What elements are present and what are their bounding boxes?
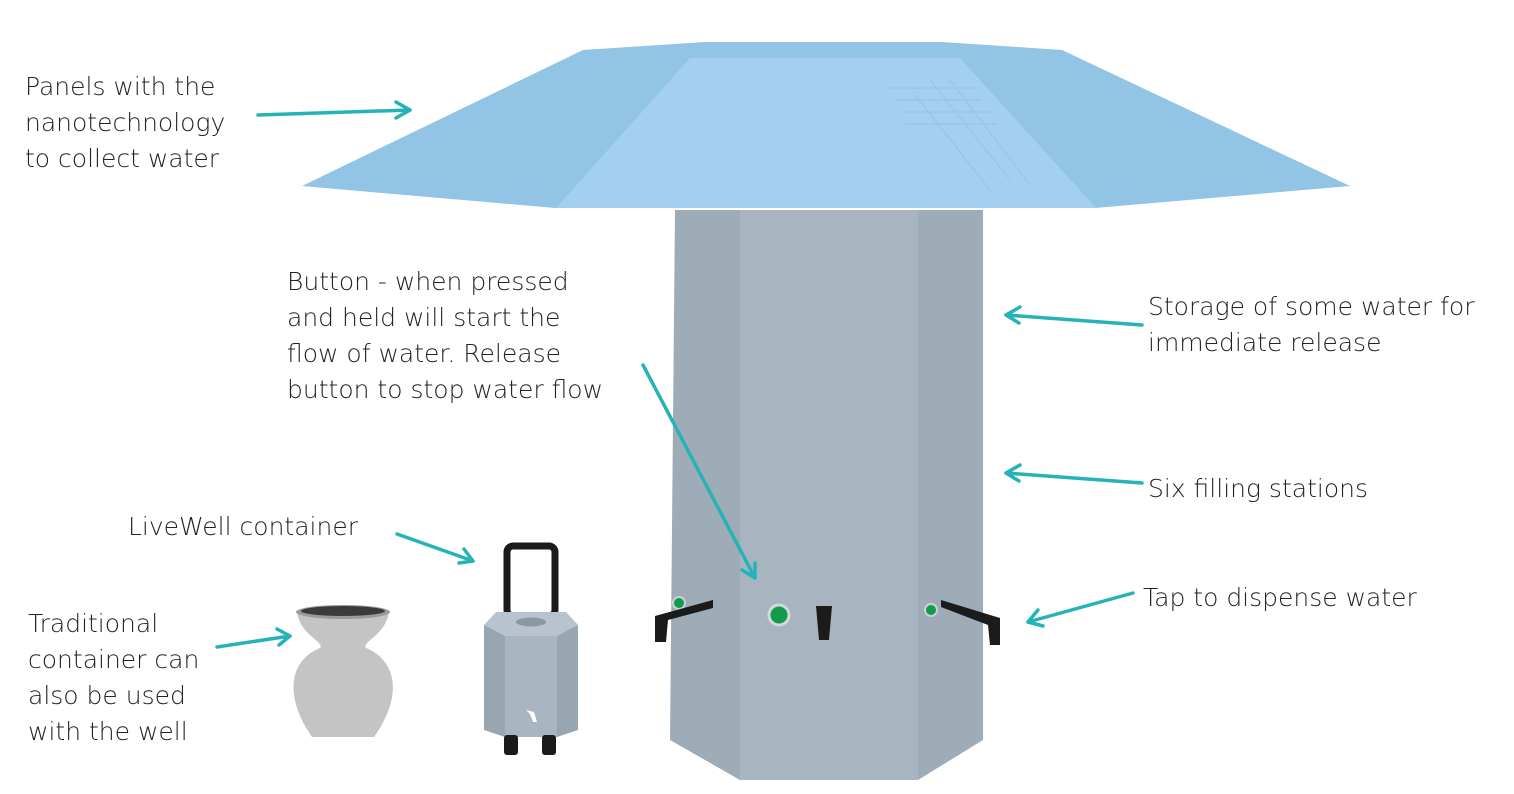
- column-left-face: [670, 210, 740, 780]
- container-lid-icon: [516, 617, 546, 627]
- annotation-arrows: [215, 100, 1144, 649]
- front-button-icon[interactable]: [767, 603, 791, 627]
- roof-grid-texture: [890, 79, 1031, 191]
- container-handle-icon: [503, 542, 559, 620]
- container-left-face: [484, 625, 505, 737]
- water-well: [302, 42, 1350, 780]
- column-right-face: [918, 210, 983, 780]
- stations-arrow: [1004, 463, 1144, 485]
- button-label: Button - when pressed and held will star…: [287, 267, 604, 404]
- livewell-container: [484, 542, 578, 755]
- traditional-arrow: [215, 627, 292, 649]
- tap-arrow: [1026, 591, 1135, 628]
- left-button-icon[interactable]: [672, 596, 686, 610]
- container-front-face: [505, 636, 557, 737]
- pot-opening-icon: [301, 606, 385, 616]
- panels-label: Panels with the nanotechnology to collec…: [25, 72, 226, 173]
- traditional-pot: [293, 605, 393, 737]
- livewell-arrow: [395, 532, 475, 565]
- button-arrow: [641, 363, 757, 580]
- left-tap-icon[interactable]: [655, 600, 713, 642]
- tap-label: Tap to dispense water: [1143, 583, 1417, 612]
- roof-top-panel: [556, 58, 1096, 208]
- pot-body: [293, 612, 393, 737]
- right-tap-icon[interactable]: [941, 600, 1000, 645]
- container-wheel-icon: [504, 735, 518, 755]
- panels-arrow: [256, 100, 412, 120]
- right-button-icon[interactable]: [924, 603, 938, 617]
- container-right-face: [557, 625, 578, 737]
- storage-arrow: [1004, 305, 1144, 327]
- front-tap-icon[interactable]: [816, 606, 832, 640]
- column-front-face: [740, 210, 918, 780]
- filling-stations-label: Six filling stations: [1148, 474, 1368, 503]
- container-tap-icon: [526, 710, 537, 722]
- livewell-container-label: LiveWell container: [128, 512, 358, 541]
- storage-label: Storage of some water for immediate rele…: [1148, 292, 1475, 357]
- traditional-container-label: Traditional container can also be used w…: [28, 609, 200, 746]
- container-wheel-icon: [542, 735, 556, 755]
